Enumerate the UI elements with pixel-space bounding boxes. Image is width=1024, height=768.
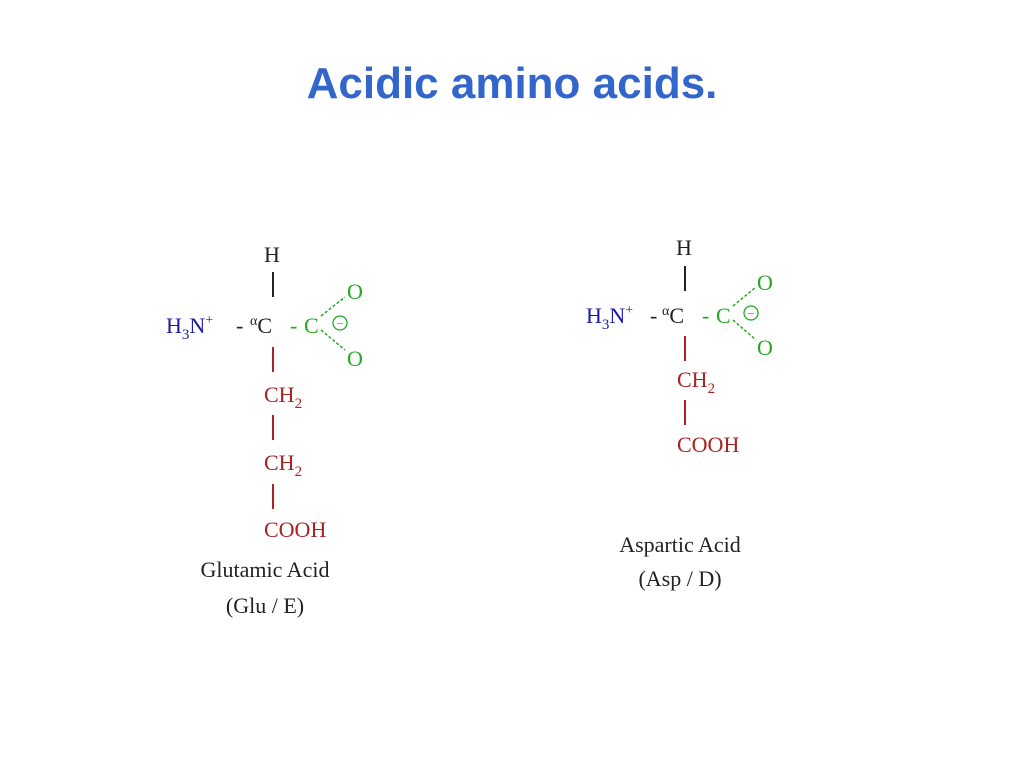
aspartic-acid-code: (Asp / D) — [638, 566, 721, 591]
svg-text:−: − — [336, 316, 343, 331]
svg-text:O: O — [347, 279, 363, 304]
aspartic-acid-name: Aspartic Acid — [619, 532, 741, 557]
glutamic-acid-name: Glutamic Acid — [201, 557, 330, 582]
svg-text:CH2: CH2 — [264, 382, 302, 412]
glutamic-amino-group: H3N+ — [166, 313, 213, 343]
svg-text:O: O — [757, 270, 773, 295]
aspartic-alpha-carbon: αC — [662, 303, 684, 328]
svg-text:CH2: CH2 — [264, 450, 302, 480]
aspartic-amino-group: H3N+ — [586, 303, 633, 333]
svg-text:CH2: CH2 — [677, 367, 715, 397]
aspartic-alpha-h: H — [676, 235, 692, 291]
svg-text:O: O — [757, 335, 773, 360]
slide-title: Acidic amino acids. — [306, 59, 718, 108]
glutamic-acid-code: (Glu / E) — [226, 593, 304, 618]
svg-text:C: C — [304, 313, 319, 338]
glutamic-dash-left: - — [236, 313, 243, 338]
glutamic-alpha-h: H — [264, 242, 280, 297]
svg-text:H: H — [676, 235, 692, 260]
aspartic-dash-left: - — [650, 303, 657, 328]
svg-text:COOH: COOH — [677, 432, 739, 457]
aspartic-carboxylate: C − O O — [716, 270, 773, 360]
svg-text:−: − — [747, 306, 754, 321]
svg-text:H: H — [264, 242, 280, 267]
glutamic-carboxylate: C − O O — [304, 279, 363, 371]
svg-text:O: O — [347, 346, 363, 371]
svg-text:C: C — [716, 303, 731, 328]
glutamic-alpha-carbon: αC — [250, 313, 272, 338]
aspartic-dash-right: - — [702, 303, 709, 328]
svg-text:COOH: COOH — [264, 517, 326, 542]
glutamic-dash-right: - — [290, 313, 297, 338]
glutamic-side-chain: CH2 CH2 COOH — [264, 347, 326, 542]
aspartic-side-chain: CH2 COOH — [677, 336, 739, 457]
